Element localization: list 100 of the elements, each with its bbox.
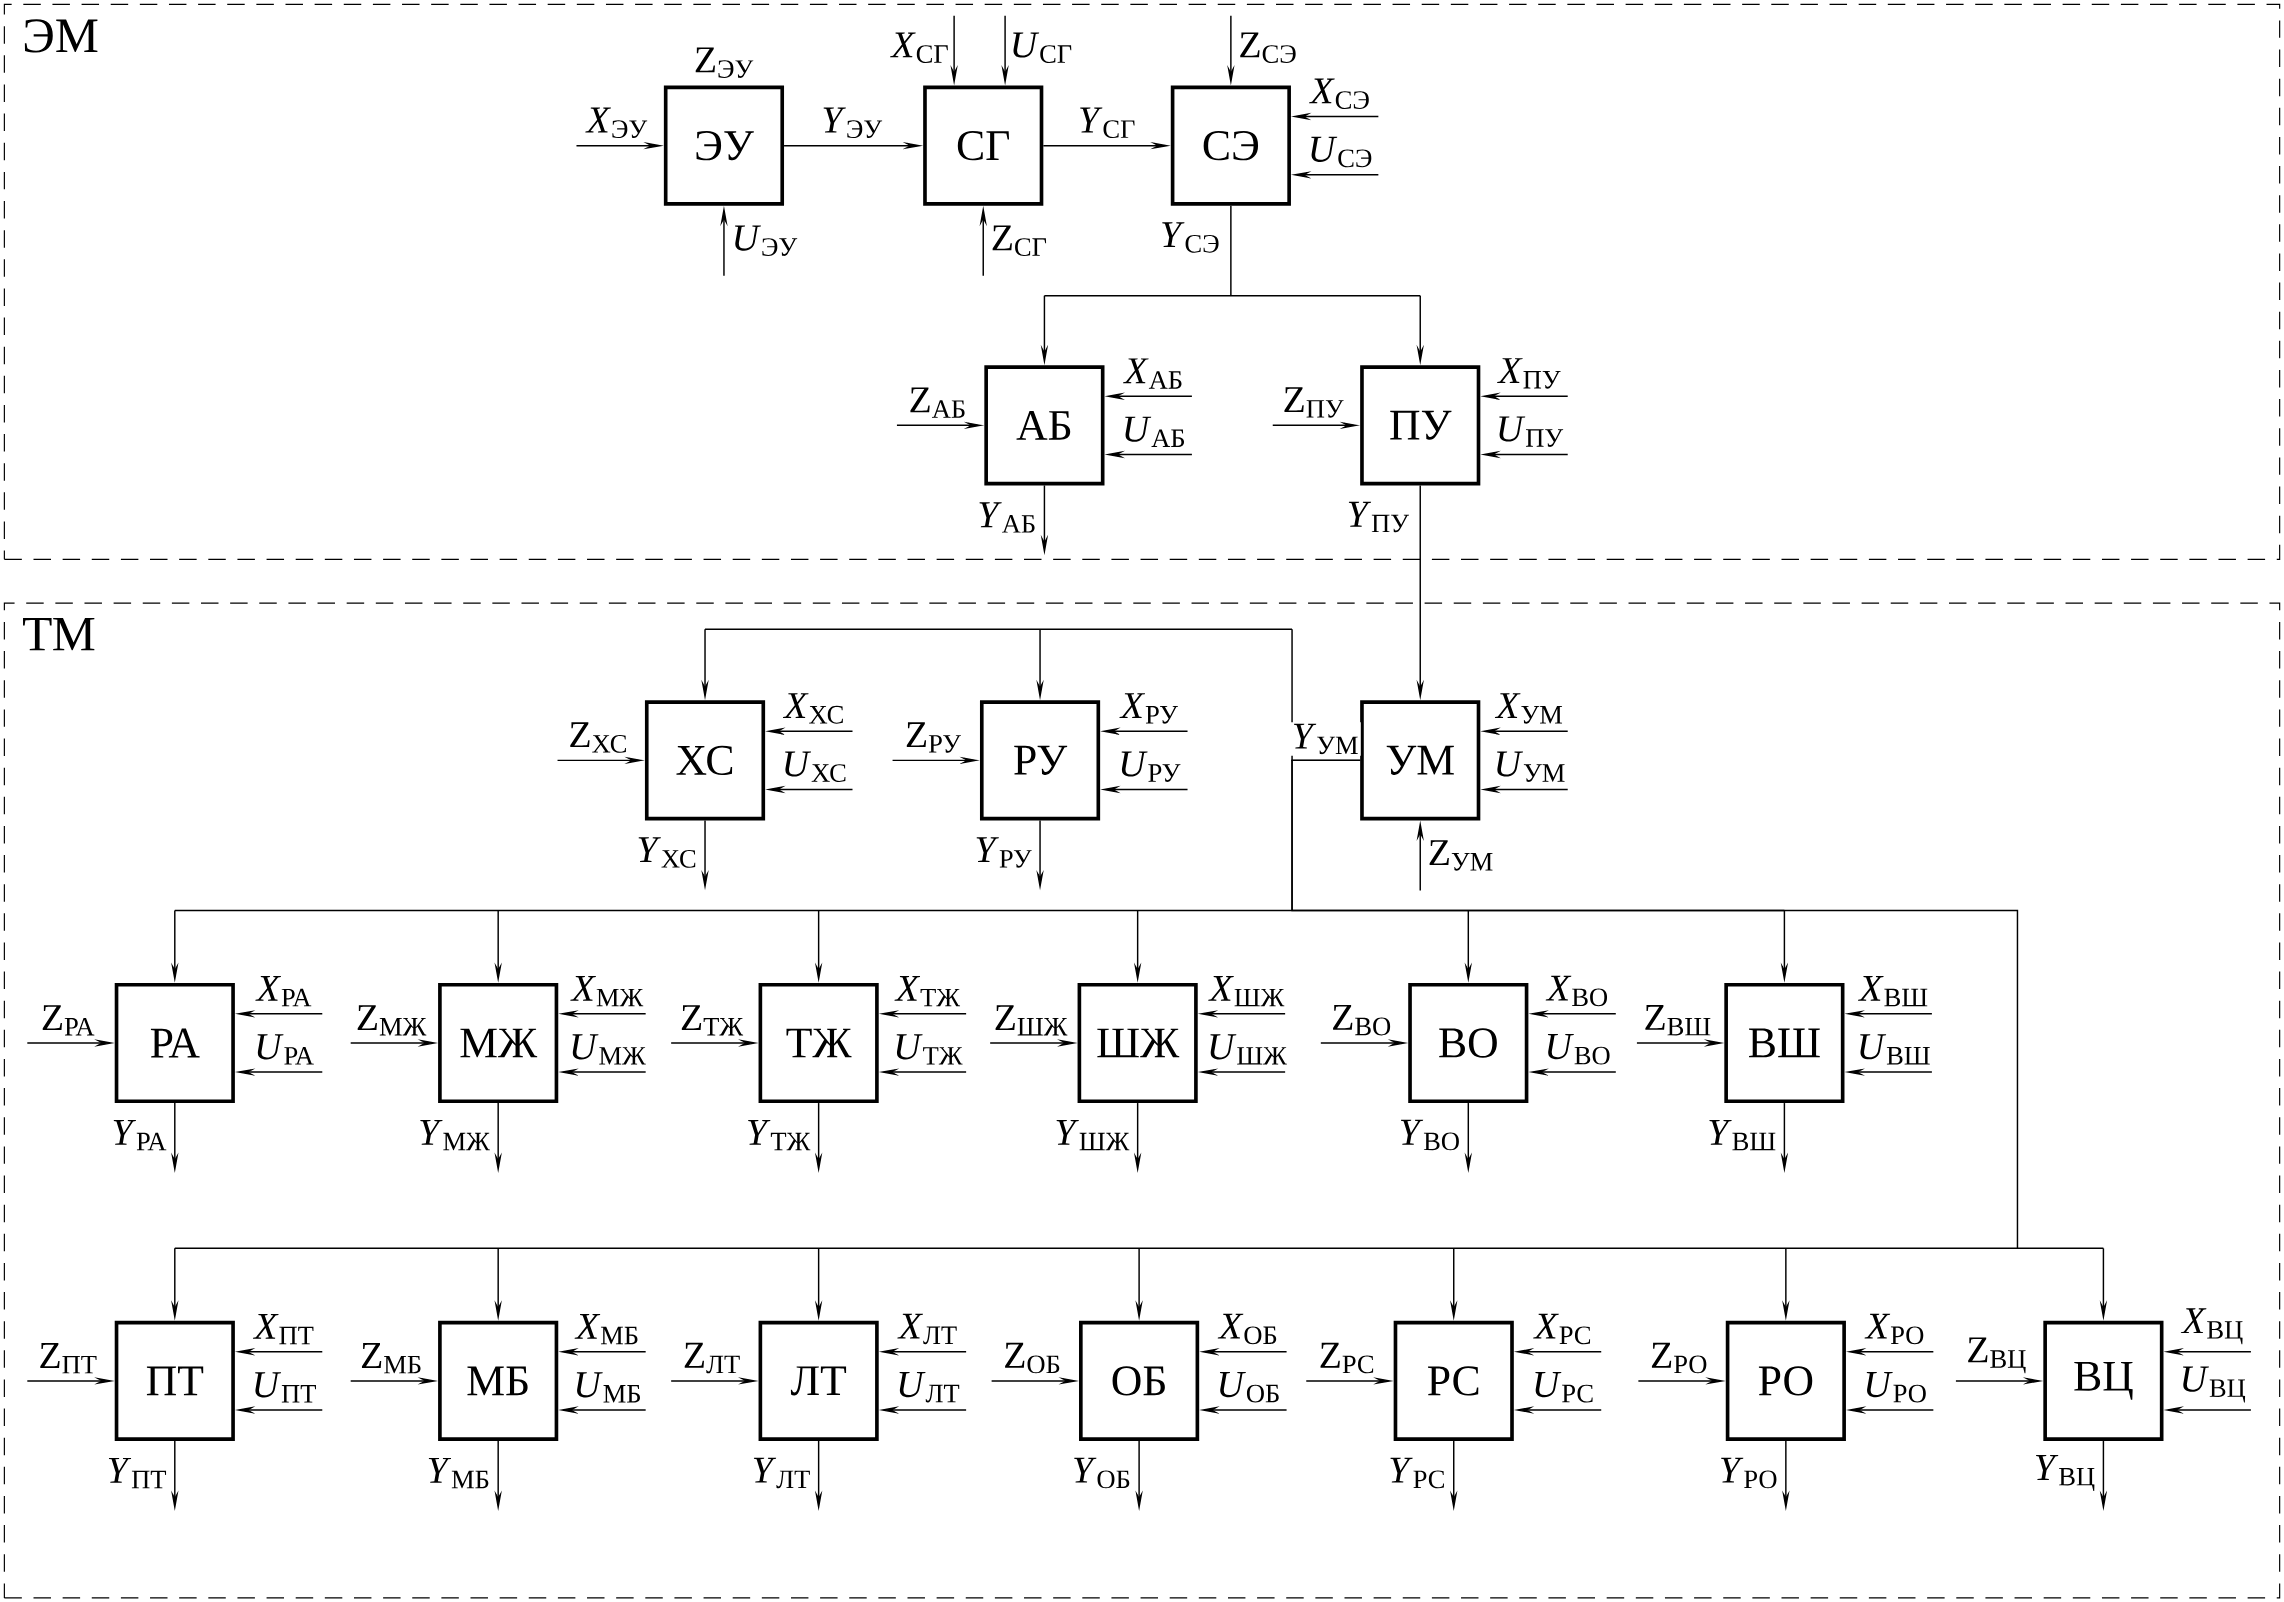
connector-line (1043, 204, 1421, 297)
block-box: ВО (1408, 982, 1529, 1103)
signal-label: Z$_{ОБ}$ (1005, 1342, 1060, 1374)
signal-label: Z$_{МЖ}$ (357, 1005, 427, 1036)
signal-label: Z$_{ВШ}$ (1645, 1004, 1711, 1036)
signal-label: X$_{ВО}$ (1545, 975, 1608, 1007)
signal-label: Y$_{ХС}$ (638, 837, 696, 868)
signal-label: U$_{АБ}$ (1125, 416, 1184, 447)
signal-label: U$_{ПТ}$ (255, 1372, 316, 1403)
signal-label: Y$_{ТЖ}$ (748, 1119, 811, 1151)
signal-label: Y$_{ВЦ}$ (2036, 1454, 2095, 1491)
block-box: ШЖ (1077, 982, 1198, 1103)
signal-label: X$_{ШЖ}$ (1208, 975, 1285, 1007)
signal-label: X$_{ЛТ}$ (897, 1313, 957, 1345)
block-box: РУ (979, 700, 1101, 821)
signal-label: X$_{АБ}$ (1123, 358, 1182, 389)
block-box: РО (1725, 1320, 1846, 1441)
signal-label: U$_{СЭ}$ (1311, 136, 1372, 168)
signal-label: Y$_{МБ}$ (428, 1457, 489, 1488)
signal-label: X$_{ПТ}$ (252, 1313, 314, 1345)
signal-label: U$_{ВШ}$ (1860, 1034, 1930, 1065)
signal-label: X$_{УМ}$ (1494, 693, 1563, 724)
signal-label: Z$_{РУ}$ (906, 722, 961, 753)
signal-label: U$_{МБ}$ (576, 1372, 640, 1403)
signal-label: Y$_{РС}$ (1390, 1457, 1444, 1489)
signal-label: Z$_{РА}$ (42, 1005, 95, 1036)
block-box: РС (1393, 1320, 1514, 1441)
signal-label: Z$_{ВЦ}$ (1968, 1337, 2026, 1374)
signal-label: U$_{ПУ}$ (1499, 416, 1564, 447)
signal-label: Z$_{АБ}$ (910, 387, 965, 418)
signal-label: U$_{ШЖ}$ (1210, 1034, 1287, 1065)
signal-label: Y$_{РА}$ (113, 1119, 167, 1151)
signal-label: U$_{МЖ}$ (572, 1034, 646, 1065)
signal-label: U$_{ХС}$ (785, 751, 846, 782)
signal-label: X$_{ЭУ}$ (585, 107, 648, 138)
signal-label: Y$_{ПТ}$ (108, 1457, 167, 1488)
signal-label: Z$_{МБ}$ (361, 1342, 421, 1374)
signal-label: Z$_{ШЖ}$ (995, 1005, 1068, 1036)
signal-label: Z$_{ЭУ}$ (695, 47, 754, 78)
signal-label: Z$_{ТЖ}$ (681, 1005, 744, 1036)
signal-label: Y$_{ЛТ}$ (753, 1457, 810, 1489)
edge-label: Y$_{СГ}$ (1080, 107, 1135, 138)
block-box: УМ (1360, 700, 1481, 821)
signal-label: Z$_{ХС}$ (570, 722, 626, 753)
edge-label: Y$_{ЭУ}$ (823, 107, 883, 138)
signal-label: Y$_{РУ}$ (976, 837, 1032, 868)
signal-label: X$_{РУ}$ (1119, 693, 1178, 724)
signal-label: U$_{ВЦ}$ (2183, 1366, 2246, 1403)
block-box: РА (114, 982, 235, 1103)
signal-label: Y$_{ВО}$ (1400, 1119, 1459, 1151)
signal-label: U$_{ЭУ}$ (735, 225, 798, 256)
signal-label: Y$_{ОБ}$ (1074, 1457, 1130, 1489)
signal-label: Y$_{РО}$ (1721, 1457, 1777, 1489)
signal-label: U$_{СГ}$ (1013, 32, 1072, 63)
block-box: ВЦ (2043, 1320, 2164, 1441)
signal-label: U$_{ТЖ}$ (896, 1034, 963, 1065)
signal-label: Z$_{РО}$ (1651, 1342, 1707, 1374)
block-box: ВШ (1724, 982, 1845, 1103)
signal-label: U$_{РС}$ (1535, 1371, 1593, 1403)
signal-label: U$_{УМ}$ (1497, 751, 1565, 782)
block-box: СЭ (1170, 85, 1291, 206)
signal-label: Z$_{ПУ}$ (1284, 387, 1344, 418)
block-box: ЛТ (758, 1320, 879, 1441)
signal-label: X$_{ХС}$ (782, 693, 843, 724)
signal-label: Z$_{РС}$ (1320, 1342, 1374, 1374)
signal-label: U$_{ОБ}$ (1219, 1371, 1279, 1403)
connector-line (174, 759, 2105, 1249)
block-box: МБ (438, 1320, 559, 1441)
signal-label: X$_{СЭ}$ (1309, 78, 1369, 109)
block-box: ТЖ (758, 982, 879, 1103)
signal-label: X$_{МЖ}$ (570, 975, 644, 1007)
signal-label: Z$_{СГ}$ (992, 225, 1047, 256)
signal-label: U$_{РО}$ (1866, 1371, 1926, 1403)
signal-label: Z$_{УМ}$ (1429, 840, 1493, 871)
signal-label: U$_{РА}$ (257, 1034, 314, 1065)
signal-label: U$_{РУ}$ (1121, 751, 1181, 782)
block-box: ЭУ (663, 85, 785, 206)
block-box: СГ (923, 85, 1044, 206)
block-box: ОБ (1079, 1320, 1200, 1441)
signal-label: X$_{ВЦ}$ (2180, 1308, 2243, 1345)
block-box: ХС (644, 700, 766, 821)
group-label: ЭМ (24, 19, 98, 53)
group-label: ТМ (23, 617, 95, 651)
signal-label: X$_{РС}$ (1533, 1313, 1591, 1345)
signal-label: X$_{СГ}$ (890, 32, 948, 63)
signal-label: Z$_{ВО}$ (1333, 1004, 1391, 1036)
signal-label: Z$_{ЛТ}$ (684, 1342, 740, 1374)
signal-label: Z$_{СЭ}$ (1240, 32, 1296, 63)
edge-label: Y$_{УМ}$ (1294, 723, 1358, 755)
signal-label: Y$_{АБ}$ (979, 502, 1035, 533)
signal-label: X$_{РО}$ (1864, 1313, 1924, 1345)
edge-label: Y$_{ПУ}$ (1348, 501, 1409, 533)
block-box: ПТ (114, 1320, 235, 1441)
signal-label: X$_{РА}$ (255, 975, 312, 1007)
signal-label: X$_{ПУ}$ (1497, 358, 1561, 389)
signal-label: Y$_{ВШ}$ (1709, 1119, 1776, 1151)
signal-label: U$_{ЛТ}$ (899, 1371, 960, 1403)
block-box: АБ (984, 365, 1105, 486)
signal-label: X$_{ОБ}$ (1217, 1313, 1277, 1345)
signal-label: Y$_{МЖ}$ (420, 1119, 490, 1151)
